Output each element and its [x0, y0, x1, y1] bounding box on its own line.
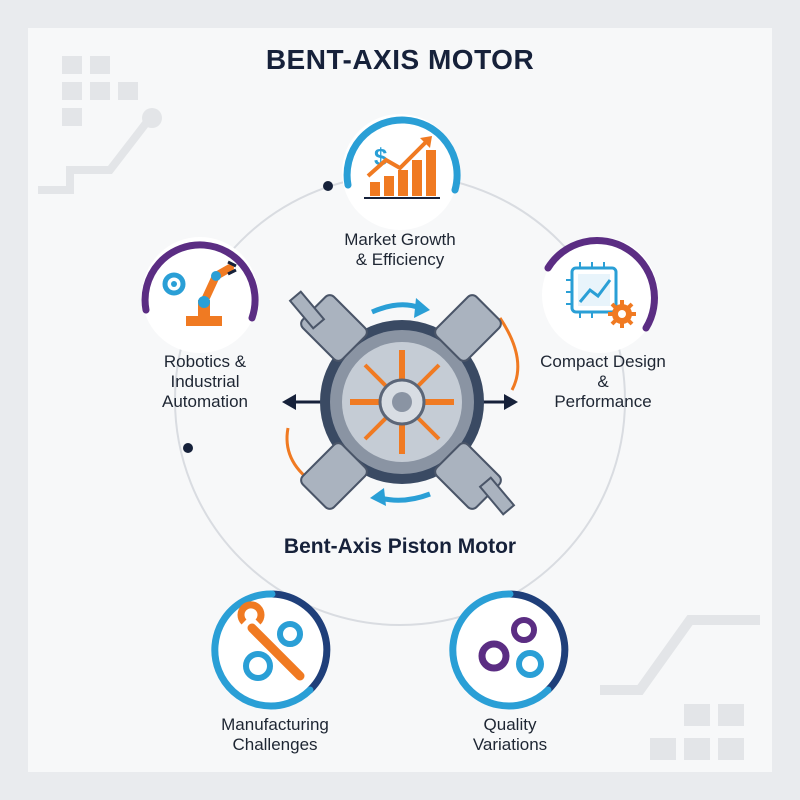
chart-growth-icon: $: [364, 136, 440, 199]
motor-illustration: [282, 290, 520, 516]
decorative-pattern-top-left: [38, 56, 162, 194]
robot-arm-icon: [162, 260, 237, 326]
wrench-gears-icon: [237, 601, 305, 681]
node-manufacturing: [211, 590, 331, 710]
compact-label: Compact Design & Performance: [540, 352, 666, 411]
decorative-pattern-bottom-right: [600, 615, 760, 760]
node-quality: [449, 590, 569, 710]
node-compact: [542, 237, 658, 353]
manufacturing-label: Manufacturing Challenges: [221, 715, 329, 754]
chip-gear-icon: [566, 262, 636, 328]
robotics-label: Robotics & Industrial Automation: [162, 352, 248, 411]
svg-text:$: $: [374, 144, 388, 171]
gears-icon: [478, 617, 544, 678]
market-label: Market Growth & Efficiency: [344, 230, 456, 269]
node-robotics: [141, 237, 259, 353]
orbit-dot: [183, 443, 193, 453]
page-title: BENT-AXIS MOTOR: [265, 44, 535, 75]
node-market: $: [342, 114, 461, 230]
orbit-dot: [323, 181, 333, 191]
center-label: Bent-Axis Piston Motor: [283, 535, 517, 558]
quality-label: Quality Variations: [472, 715, 548, 754]
